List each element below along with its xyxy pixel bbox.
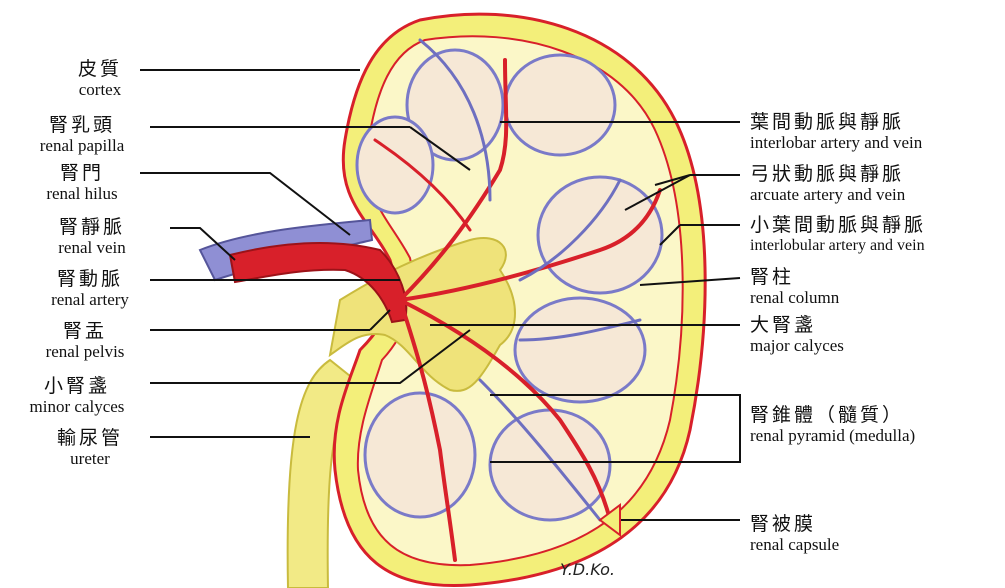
label-renal-pelvis-en: renal pelvis [45,342,125,361]
label-interlobar: 葉間動脈與靜脈 interlobar artery and vein [750,111,1000,153]
label-renal-vein-zh: 腎靜脈 [58,216,125,238]
label-ureter-zh: 輸尿管 [56,427,123,449]
label-interlobar-en: interlobar artery and vein [750,133,923,152]
label-renal-pyramid-zh: 腎錐體（髓質） [750,404,905,426]
label-interlobular: 小葉間動脈與靜脈 interlobular artery and vein [750,214,1005,256]
label-minor-calyces-zh: 小腎盞 [43,375,110,397]
pyramid-6 [363,391,477,519]
leader-lines [140,69,741,521]
label-renal-hilus-en: renal hilus [46,184,118,203]
label-minor-calyces-en: minor calyces [29,397,125,416]
capsule-pointer [598,503,621,537]
label-renal-capsule: 腎被膜 renal capsule [750,513,1000,555]
label-renal-pyramid: 腎錐體（髓質） renal pyramid (medulla) [750,404,1000,446]
pyramid-3 [355,115,435,215]
pyramid-2 [503,53,617,157]
label-renal-column: 腎柱 renal column [750,266,1000,308]
label-renal-papilla: 腎乳頭 renal papilla [14,114,150,156]
label-interlobular-en: interlobular artery and vein [750,237,925,254]
label-major-calyces: 大腎盞 major calyces [750,314,1000,356]
label-renal-artery-zh: 腎動脈 [56,268,123,290]
label-renal-hilus: 腎門 renal hilus [22,162,142,204]
pyramid-5 [513,296,647,404]
label-cortex: 皮質 cortex [40,58,160,100]
artist-signature: Y.D.Ko. [560,560,615,579]
label-renal-pelvis: 腎盂 renal pelvis [20,320,150,362]
label-major-calyces-en: major calyces [750,336,844,355]
label-renal-artery: 腎動脈 renal artery [20,268,160,310]
label-renal-artery-en: renal artery [51,290,129,309]
label-renal-pyramid-en: renal pyramid (medulla) [750,426,916,445]
label-renal-papilla-zh: 腎乳頭 [48,114,115,136]
label-interlobular-zh: 小葉間動脈與靜脈 [750,214,927,236]
label-ureter-en: ureter [70,449,110,468]
interlobar-vessels [373,38,662,562]
label-ureter: 輸尿管 ureter [30,427,150,469]
label-cortex-zh: 皮質 [77,58,122,80]
label-renal-capsule-en: renal capsule [750,535,840,554]
label-renal-vein: 腎靜脈 renal vein [22,216,162,258]
label-arcuate: 弓狀動脈與靜脈 arcuate artery and vein [750,163,1000,205]
label-renal-column-en: renal column [750,288,840,307]
label-minor-calyces: 小腎盞 minor calyces [2,375,152,417]
label-renal-hilus-zh: 腎門 [59,162,104,184]
label-renal-capsule-zh: 腎被膜 [750,513,817,535]
label-cortex-en: cortex [78,80,122,99]
pyramid-4 [536,175,664,295]
label-interlobar-zh: 葉間動脈與靜脈 [750,111,905,133]
label-arcuate-zh: 弓狀動脈與靜脈 [750,163,905,185]
pyramid-7 [488,408,612,522]
label-renal-vein-en: renal vein [58,238,126,257]
label-major-calyces-zh: 大腎盞 [750,314,817,336]
label-arcuate-en: arcuate artery and vein [750,185,906,204]
label-renal-column-zh: 腎柱 [750,266,795,288]
label-renal-papilla-en: renal papilla [39,136,125,155]
label-renal-pelvis-zh: 腎盂 [62,320,107,342]
